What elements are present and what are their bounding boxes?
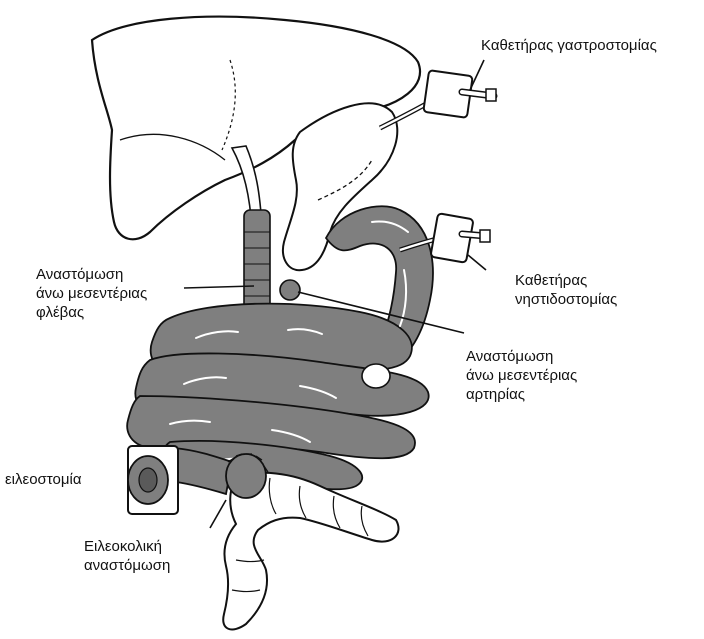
gastrostomy-catheter-label: Καθετήρας γαστροστομίας (481, 36, 657, 55)
ileostomy-label: ειλεοστομία (5, 470, 82, 489)
superior-mesenteric-vein (244, 210, 270, 314)
sma-anastomosis-label: Αναστόμωση άνω μεσεντέριας αρτηρίας (466, 347, 577, 404)
bowel-loop-opening (362, 364, 390, 388)
smv-anastomosis-label: Αναστόμωση άνω μεσεντέριας φλέβας (36, 265, 147, 322)
jejunostomy-device (430, 213, 490, 263)
ileocolic-anastomosis-site (226, 454, 266, 498)
ileostomy-device (128, 446, 178, 514)
gastrostomy-device (423, 70, 496, 118)
jejunostomy-catheter-label: Καθετήρας νηστιδοστομίας (515, 271, 617, 309)
ileocolic-anastomosis-label: Ειλεοκολική αναστόμωση (84, 537, 170, 575)
sma-anastomosis-site (280, 280, 300, 300)
